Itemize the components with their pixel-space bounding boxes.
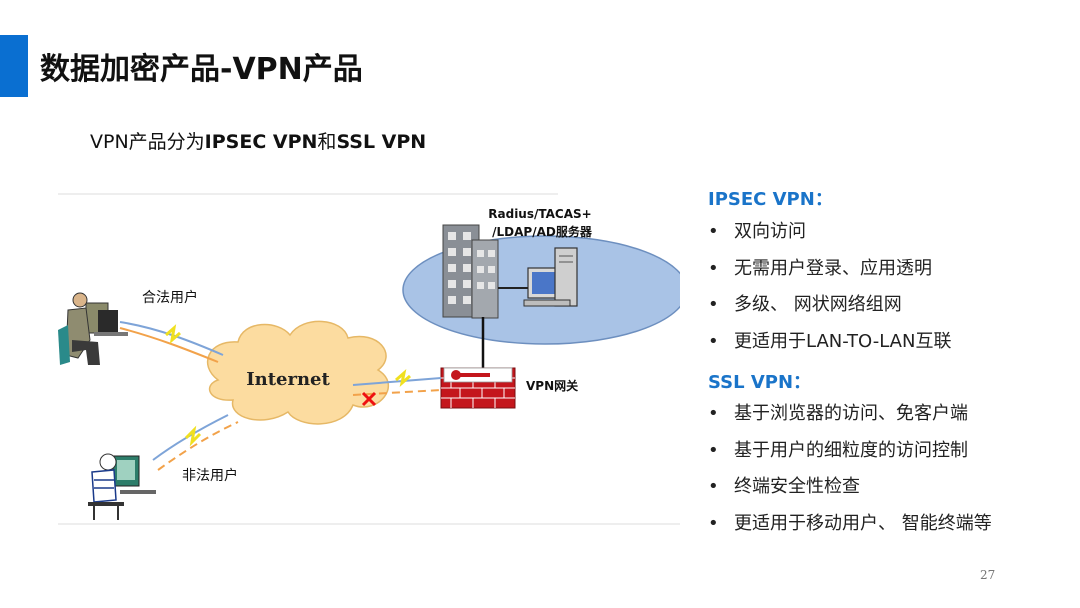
legal-user-icon [58, 292, 128, 365]
legal-user-link-orange [119, 327, 219, 363]
vpn-gateway-label: VPN网关 [526, 378, 578, 393]
page-number: 27 [980, 568, 996, 582]
title-accent-bar [0, 35, 28, 97]
ssl-item-label: 终端安全性检查 [734, 476, 860, 497]
internet-cloud-icon [207, 320, 390, 425]
ipsec-item-label: 无需用户登录、应用透明 [734, 257, 932, 279]
ssl-item-label: 基于浏览器的访问、免客户端 [734, 403, 968, 424]
list-item: • 多级、 网状网络组网 [708, 287, 951, 324]
server-computer-icon [498, 247, 578, 307]
ipsec-list: • 双向访问 • 无需用户登录、应用透明 • 多级、 网状网络组网 • 更适用于LAN-… [708, 214, 951, 360]
ipsec-heading: IPSEC VPN： [708, 189, 833, 210]
illegal-user-label: 非法用户 [182, 467, 238, 484]
blocked-x-icon [361, 391, 377, 407]
slide-subtitle: VPN产品分为IPSEC VPN和SSL VPN [90, 127, 426, 154]
bullet-icon: • [708, 257, 719, 279]
ssl-heading: SSL VPN： [708, 372, 812, 393]
bullet-icon: • [708, 294, 719, 315]
legal-user-lightning-icon [165, 324, 181, 344]
subtitle-prefix: VPN产品分为 [90, 131, 205, 153]
server-label-line1: Radius/TACAS+ [488, 207, 591, 221]
illegal-user-icon [88, 453, 156, 520]
subtitle-ipsec: IPSEC VPN [204, 131, 318, 153]
illegal-user-link-orange [157, 421, 239, 471]
ipsec-item-label: 双向访问 [734, 221, 806, 242]
ipsec-item-label: 多级、 网状网络组网 [734, 294, 902, 315]
server-building-icon [442, 224, 499, 319]
internet-label: Internet [246, 369, 330, 390]
illegal-user-lightning-icon [184, 425, 202, 447]
bullet-icon: • [708, 330, 719, 352]
bullet-icon: • [708, 403, 719, 424]
list-item: • 更适用于LAN-TO-LAN互联 [708, 324, 951, 361]
list-item: • 更适用于移动用户、 智能终端等 [708, 506, 992, 543]
bullet-icon: • [708, 476, 719, 497]
list-item: • 双向访问 [708, 214, 951, 251]
ssl-item-label: 基于用户的细粒度的访问控制 [734, 439, 968, 461]
bullet-icon: • [708, 512, 719, 534]
tunnel-line-bottom [352, 389, 442, 396]
tunnel-line-top [352, 377, 442, 386]
list-item: • 无需用户登录、应用透明 [708, 251, 951, 288]
bullet-icon: • [708, 221, 719, 242]
tunnel-lightning-icon [395, 368, 411, 388]
slide-title: 数据加密产品-VPN产品 [40, 52, 363, 87]
ipsec-item-label: 更适用于LAN-TO-LAN互联 [734, 330, 952, 352]
vpn-gateway-firewall-icon [440, 367, 516, 409]
subtitle-and: 和 [317, 131, 337, 153]
vpn-network-diagram: Radius/TACAS+ /LDAP/AD服务器 Internet VPN网关 [58, 190, 680, 530]
ssl-list: • 基于浏览器的访问、免客户端 • 基于用户的细粒度的访问控制 • 终端安全性检查 •… [708, 396, 992, 542]
list-item: • 基于用户的细粒度的访问控制 [708, 433, 992, 470]
legal-user-label: 合法用户 [142, 289, 198, 306]
list-item: • 终端安全性检查 [708, 469, 992, 506]
bullet-icon: • [708, 439, 719, 461]
list-item: • 基于浏览器的访问、免客户端 [708, 396, 992, 433]
server-label-line2: /LDAP/AD服务器 [492, 224, 593, 239]
ssl-item-label: 更适用于移动用户、 智能终端等 [734, 512, 992, 534]
subtitle-ssl: SSL VPN [336, 131, 427, 153]
